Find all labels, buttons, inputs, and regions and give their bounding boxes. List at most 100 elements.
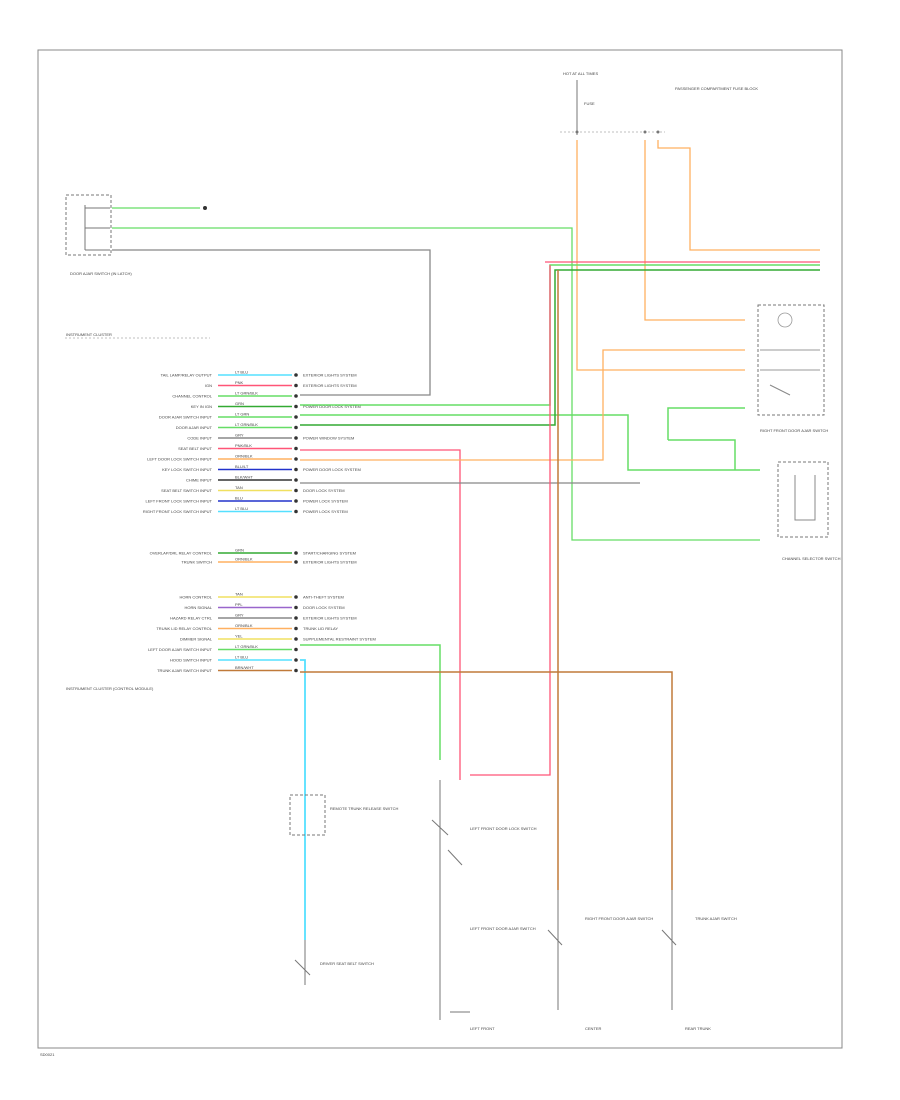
destination-label: TRUNK LID RELAY: [303, 626, 338, 631]
channel-selector-switch: CHANNEL SELECTOR SWITCH: [777, 461, 841, 561]
wire-color-label: BLU/LT: [235, 464, 249, 469]
pin-function-label: LEFT FRONT LOCK SWITCH INPUT: [145, 499, 212, 504]
wire-color-label: BLU: [235, 496, 243, 501]
connector-terminal: [294, 605, 298, 610]
destination-label: SUPPLEMENTAL RESTRAINT SYSTEM: [303, 637, 376, 642]
connector-terminal: [294, 478, 298, 482]
connector-terminal: [294, 457, 298, 461]
wire-color-label: ORN/BLK: [235, 557, 253, 562]
connector-terminal: [294, 595, 298, 599]
pin-function-label: SEAT BELT SWITCH INPUT: [161, 488, 212, 493]
fuse-label: FUSE: [584, 101, 595, 106]
pin-function-label: HOOD SWITCH INPUT: [170, 658, 213, 663]
module-title-label: INSTRUMENT CLUSTER (CONTROL MODULE): [66, 686, 154, 691]
connector-terminal: [294, 446, 298, 451]
connector-terminal: [294, 394, 298, 398]
pin-function-label: RIGHT FRONT LOCK SWITCH INPUT: [143, 509, 213, 514]
ground-center-label: CENTER: [585, 1026, 602, 1031]
wire-color-label: GRY: [235, 433, 244, 438]
wire-color-label: TAN: [235, 592, 243, 597]
module-block-2: OVERLAP/DRL RELAY CONTROLGRNSTART/CHARGI…: [150, 548, 357, 565]
connector-terminal: [294, 488, 298, 493]
connector-terminal: [294, 383, 298, 388]
wire-color-label: TAN: [235, 485, 243, 490]
left-door-lock-switch: LEFT FRONT DOOR LOCK SWITCH LEFT FRONT D…: [431, 780, 537, 1031]
connector-terminal: [294, 436, 298, 440]
connector-pin-row: SEAT BELT SWITCH INPUT TAN DOOR LOCK SYSTE…: [161, 485, 344, 493]
wire-color-label: BLK/WHT: [235, 475, 253, 480]
connector-pin-row: LEFT DOOR AJAR SWITCH INPUT LT GRN/BLK: [148, 644, 298, 652]
destination-label: POWER LOCK SYSTEM: [303, 499, 348, 504]
pin-function-label: HORN CONTROL: [180, 595, 213, 600]
wire-color-label: LT BLU: [235, 655, 248, 660]
connector-terminal: [294, 467, 298, 472]
wire-color-label: LT BLU: [235, 370, 248, 375]
pin-function-label: DIMMER SIGNAL: [180, 637, 213, 642]
destination-label: DOOR LOCK SYSTEM: [303, 488, 345, 493]
connector-terminal: [294, 616, 298, 620]
connector-terminal: [294, 404, 298, 409]
destination-label: EXTERIOR LIGHTS SYSTEM: [303, 560, 357, 565]
destination-label: EXTERIOR LIGHTS SYSTEM: [303, 383, 357, 388]
destination-label: POWER WINDOW SYSTEM: [303, 436, 354, 441]
left-door-lock-label: LEFT FRONT DOOR LOCK SWITCH: [470, 826, 537, 831]
connector-pin-row: OVERLAP/DRL RELAY CONTROLGRNSTART/CHARGI…: [150, 548, 356, 556]
right-switch-box: RIGHT FRONT DOOR AJAR SWITCH: [757, 304, 828, 433]
pin-function-label: LEFT DOOR AJAR SWITCH INPUT: [148, 647, 212, 652]
wire-color-label: LT GRN/BLK: [235, 644, 258, 649]
connector-pin-row: DIMMER SIGNAL YEL SUPPLEMENTAL RESTRAINT S…: [180, 634, 376, 642]
wire-color-label: LT GRN/BLK: [235, 422, 258, 427]
wire-color-label: PNK/BLK: [235, 443, 252, 448]
connector-terminal: [294, 509, 298, 514]
connector-terminal: [294, 373, 298, 377]
ground-rear-label: REAR TRUNK: [685, 1026, 711, 1031]
destination-label: POWER DOOR LOCK SYSTEM: [303, 404, 361, 409]
wire-color-label: PPL: [235, 602, 243, 607]
pin-function-label: CHIME INPUT: [186, 478, 213, 483]
footer-code: SD0021: [40, 1052, 55, 1057]
seat-belt-switch: RIGHT FRONT DOOR AJAR SWITCH CENTER: [547, 890, 653, 1031]
diagram-border: [37, 49, 843, 1049]
connector-pin-row: LEFT FRONT LOCK SWITCH INPUT BLU POWER LOC…: [145, 496, 347, 504]
hood-switch: REMOTE TRUNK RELEASE SWITCH DRIVER SEAT …: [289, 794, 398, 985]
pin-function-label: TRUNK SWITCH: [181, 560, 212, 565]
pin-function-label: LEFT DOOR LOCK SWITCH INPUT: [147, 457, 212, 462]
pin-function-label: TRUNK AJAR SWITCH INPUT: [157, 668, 212, 673]
wire-color-label: YEL: [235, 634, 243, 639]
pin-function-label: CHANNEL CONTROL: [172, 394, 212, 399]
pin-function-label: DOOR AJAR INPUT: [176, 425, 213, 430]
destination-label: EXTERIOR LIGHTS SYSTEM: [303, 373, 357, 378]
connector-terminal: [294, 626, 298, 631]
wire-color-label: PNK: [235, 380, 244, 385]
door-ajar-switch-block: DOOR AJAR SWITCH (IN LATCH): [65, 194, 132, 276]
wire-color-label: GRN: [235, 401, 244, 406]
fuse-block-label: PASSENGER COMPARTMENT FUSE BLOCK: [675, 86, 758, 91]
pin-function-label: CODE INPUT: [187, 436, 212, 441]
wire-color-label: LT BLU: [235, 506, 248, 511]
right-front-door-ajar-label: RIGHT FRONT DOOR AJAR SWITCH: [760, 428, 828, 433]
wire-color-label: GRN: [235, 548, 244, 553]
ground-left-front-label: LEFT FRONT: [470, 1026, 495, 1031]
connector-terminal: [294, 425, 298, 430]
fuse-power-feed: HOT AT ALL TIMES FUSE PASSENGER COMPARTM…: [560, 71, 758, 135]
destination-label: POWER LOCK SYSTEM: [303, 509, 348, 514]
connector-terminal: [294, 415, 298, 419]
wire-color-label: GRY: [235, 613, 244, 618]
connector-pin-row: CHIME INPUT BLK/WHT: [186, 475, 298, 483]
connector-pin-row: TRUNK SWITCH ORN/BLK EXTERIOR LIGHTS SYSTE…: [181, 557, 356, 565]
connector-pin-row: RIGHT FRONT LOCK SWITCH INPUT LT BLU POWER…: [143, 506, 348, 514]
trunk-ajar-label: TRUNK AJAR SWITCH: [695, 916, 737, 921]
connector-pin-row: CODE INPUT GRY POWER WINDOW SYSTEM: [187, 433, 354, 441]
connector-pin-row: HOOD SWITCH INPUT LT BLU: [170, 655, 298, 663]
destination-label: START/CHARGING SYSTEM: [303, 551, 356, 556]
